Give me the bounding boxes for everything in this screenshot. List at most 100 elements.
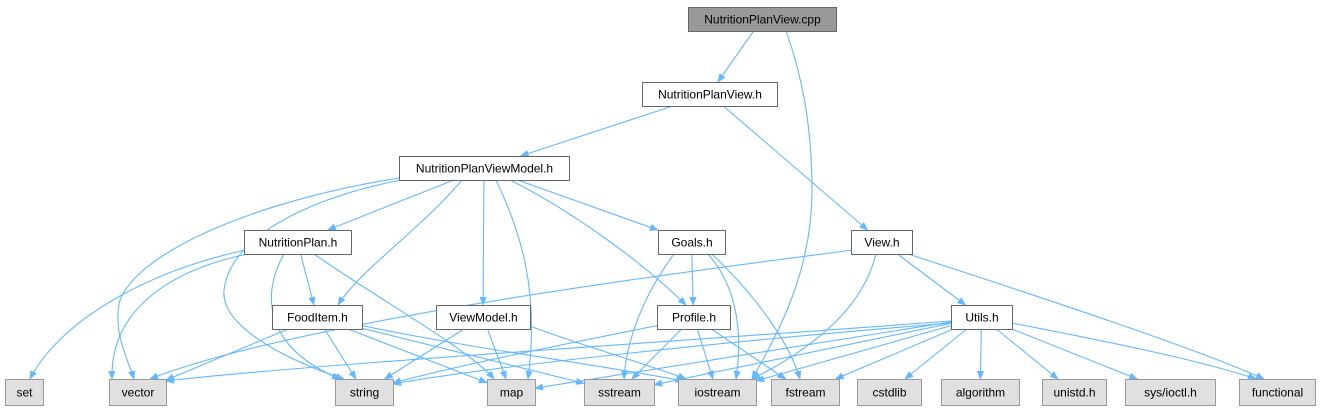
node-box: [941, 379, 1020, 406]
node-box: [5, 379, 44, 406]
node-box: [642, 82, 778, 107]
edge-fooditem-h-to-map: [347, 328, 488, 384]
node-label: NutritionPlanView.cpp: [704, 13, 821, 27]
node-label: string: [350, 386, 379, 400]
edge-nutritionplan-h-to-set: [29, 249, 247, 380]
node-nutritionplan-h[interactable]: NutritionPlan.h: [244, 230, 352, 255]
node-nutritionplanview-h[interactable]: NutritionPlanView.h: [642, 82, 778, 107]
node-box: [851, 230, 913, 255]
node-functional: functional: [1239, 379, 1316, 406]
edge-nutritionplanviewmodel-h-to-vector: [117, 177, 400, 380]
node-box: [399, 156, 570, 181]
node-label: iostream: [694, 386, 740, 400]
node-label: FoodItem.h: [287, 311, 348, 325]
edge-nutritionplan-h-to-fooditem-h: [300, 253, 316, 306]
edge-viewmodel-h-to-string: [383, 328, 465, 380]
node-box: [688, 7, 837, 32]
edge-nutritionplanviewmodel-h-to-map: [495, 179, 533, 380]
edge-goals-h-to-fstream: [711, 253, 802, 380]
node-utils-h[interactable]: Utils.h: [951, 305, 1013, 330]
edges-layer: [29, 30, 1265, 391]
node-viewmodel-h[interactable]: ViewModel.h: [436, 305, 531, 330]
edge-nutritionplan-h-to-vector: [108, 253, 249, 380]
node-label: fstream: [785, 386, 825, 400]
edge-nutritionplanviewmodel-h-to-nutritionplan-h: [326, 179, 455, 231]
node-box: [1125, 379, 1216, 406]
nodes-layer: NutritionPlanView.cppNutritionPlanView.h…: [5, 7, 1316, 406]
node-unistd-h: unistd.h: [1042, 379, 1107, 406]
node-profile-h[interactable]: Profile.h: [657, 305, 731, 330]
node-label: Goals.h: [671, 236, 712, 250]
node-label: ViewModel.h: [449, 311, 517, 325]
node-sstream: sstream: [584, 379, 655, 406]
edge-fooditem-h-to-sstream: [361, 327, 585, 385]
node-set: set: [5, 379, 44, 406]
node-box: [1042, 379, 1107, 406]
node-label: algorithm: [956, 386, 1005, 400]
node-label: vector: [122, 386, 155, 400]
node-iostream: iostream: [678, 379, 757, 406]
node-label: Profile.h: [672, 311, 716, 325]
edge-fooditem-h-to-vector: [165, 328, 289, 381]
edge-profile-h-to-iostream: [696, 328, 714, 380]
node-map: map: [487, 379, 536, 406]
edge-utils-h-to-iostream: [755, 325, 952, 383]
node-label: sys/ioctl.h: [1144, 386, 1197, 400]
edge-nutritionplanview-h-to-view-h: [723, 105, 869, 231]
edge-nutritionplanviewmodel-h-to-fooditem-h: [337, 179, 463, 306]
edge-fooditem-h-to-string: [324, 328, 357, 380]
node-box: [244, 230, 352, 255]
edge-nutritionplanviewmodel-h-to-goals-h: [517, 179, 659, 231]
node-box: [272, 305, 363, 330]
edge-utils-h-to-fstream: [834, 328, 954, 380]
node-box: [584, 379, 655, 406]
edge-viewmodel-h-to-iostream: [526, 324, 687, 380]
edge-nutritionplan-h-to-map: [313, 253, 495, 380]
node-label: NutritionPlanViewModel.h: [416, 162, 553, 176]
node-label: functional: [1252, 386, 1303, 400]
node-goals-h[interactable]: Goals.h: [658, 230, 726, 255]
node-label: NutritionPlanView.h: [658, 88, 762, 102]
node-fstream: fstream: [771, 379, 840, 406]
edge-nutritionplanview-cpp-to-nutritionplanview-h: [717, 30, 755, 83]
edge-goals-h-to-sstream: [620, 253, 675, 380]
node-label: View.h: [864, 236, 899, 250]
edge-nutritionplanviewmodel-h-to-profile-h: [509, 179, 687, 306]
edge-fooditem-h-to-iostream: [359, 324, 685, 384]
node-box: [487, 379, 536, 406]
node-vector: vector: [109, 379, 167, 406]
node-box: [678, 379, 757, 406]
node-label: set: [16, 386, 33, 400]
node-algorithm: algorithm: [941, 379, 1020, 406]
edge-nutritionplanview-h-to-nutritionplanviewmodel-h: [519, 105, 674, 157]
edge-viewmodel-h-to-map: [486, 328, 507, 380]
node-view-h[interactable]: View.h: [851, 230, 913, 255]
edge-utils-h-to-unistd-h: [995, 328, 1059, 380]
node-sys-ioctl-h: sys/ioctl.h: [1125, 379, 1216, 406]
node-box: [771, 379, 840, 406]
edge-utils-h-to-vector: [165, 320, 952, 384]
node-box: [658, 230, 726, 255]
node-label: cstdlib: [872, 386, 906, 400]
node-box: [857, 379, 922, 406]
node-nutritionplanview-cpp[interactable]: NutritionPlanView.cpp: [688, 7, 837, 32]
edge-utils-h-to-string: [392, 322, 952, 387]
edge-view-h-to-utils-h: [897, 253, 967, 306]
node-nutritionplanviewmodel-h[interactable]: NutritionPlanViewModel.h: [399, 156, 570, 181]
edge-view-h-to-functional: [907, 253, 1265, 380]
node-label: map: [500, 386, 524, 400]
node-box: [436, 305, 531, 330]
node-box: [335, 379, 394, 406]
edge-utils-h-to-sys-ioctl-h: [1011, 328, 1139, 380]
edge-utils-h-to-map: [534, 321, 952, 391]
node-label: NutritionPlan.h: [259, 236, 338, 250]
node-string: string: [335, 379, 394, 406]
node-box: [657, 305, 731, 330]
node-fooditem-h[interactable]: FoodItem.h: [272, 305, 363, 330]
edge-utils-h-to-sstream: [653, 322, 952, 387]
node-label: sstream: [598, 386, 641, 400]
node-cstdlib: cstdlib: [857, 379, 922, 406]
node-box: [1239, 379, 1316, 406]
edge-goals-h-to-profile-h: [689, 253, 697, 306]
node-box: [109, 379, 167, 406]
